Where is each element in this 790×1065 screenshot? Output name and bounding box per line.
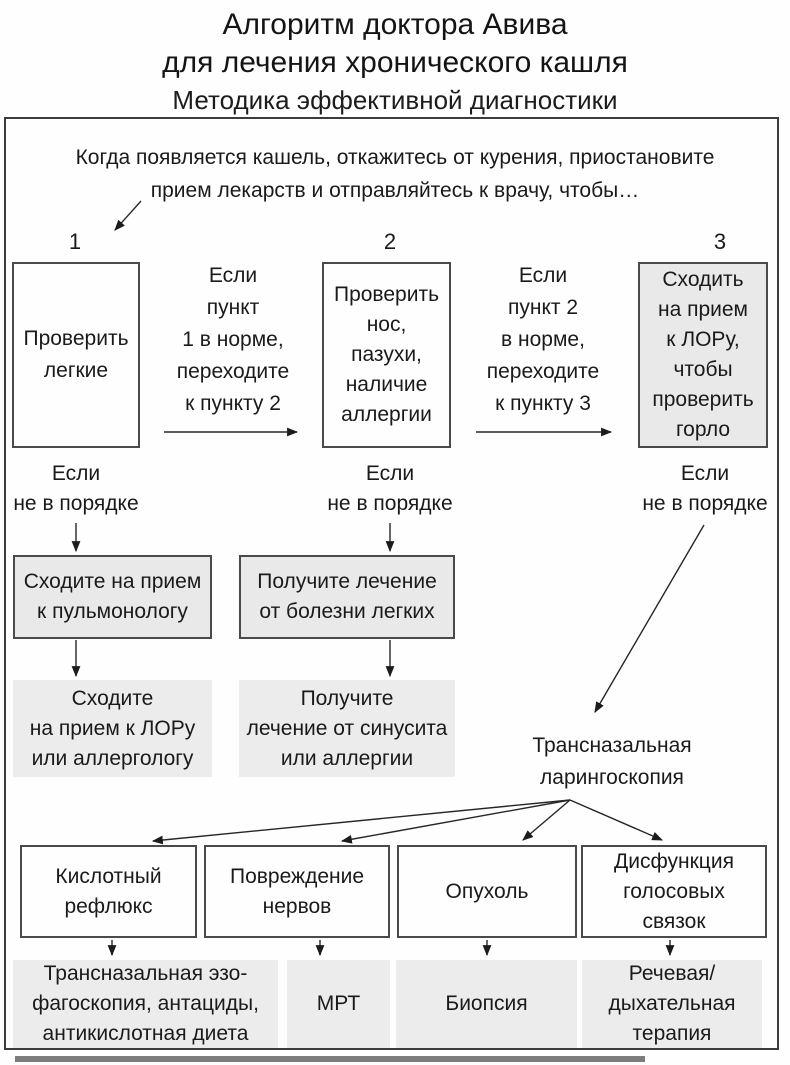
box-check-nose-sinuses: Проверить нос, пазухи, наличие аллергии — [322, 262, 451, 448]
box-cause-acid-reflux: Кислотный рефлюкс — [20, 845, 197, 938]
condition-1-to-2: Если пункт 1 в норме, переходите к пункт… — [176, 264, 290, 415]
box-treatment-mri: МРТ — [287, 960, 390, 1048]
box-check-lungs: Проверить легкие — [12, 262, 140, 448]
box-cause-nerve-damage: Повреждение нервов — [204, 845, 390, 938]
laryngoscopy-label: Трансназальная ларингоскопия — [532, 734, 692, 789]
box-sinusitis-treatment: Получите лечение от синусита или аллерги… — [239, 680, 455, 777]
box-treatment-esophagoscopy: Трансназальная эзо- фагоскопия, антациды… — [13, 960, 278, 1048]
if-not-ok-label-3: Если не в порядке — [642, 462, 768, 515]
title-line-3: Методика эффективной диагностики — [172, 85, 618, 115]
box-ent-or-allergist: Сходите на прием к ЛОРу или аллергологу — [13, 680, 212, 777]
intro-text: Когда появляется кашель, откажитесь от к… — [75, 146, 715, 202]
page-title: Алгоритм доктора Авива для лечения хрони… — [0, 6, 790, 118]
box-ent-throat-check: Сходить на прием к ЛОРу, чтобы проверить… — [638, 262, 768, 448]
step-number-1: 1 — [68, 229, 82, 254]
step-number-2: 2 — [383, 229, 397, 254]
title-line-2: для лечения хронического кашля — [162, 46, 628, 79]
title-line-1: Алгоритм доктора Авива — [222, 8, 568, 41]
box-pulmonologist: Сходите на прием к пульмонологу — [13, 555, 212, 639]
condition-2-to-3: Если пункт 2 в норме, переходите к пункт… — [486, 264, 600, 415]
box-lung-treatment: Получите лечение от болезни легких — [239, 555, 455, 639]
box-cause-vocal-cord-dysfunction: Дисфункция голосовых связок — [581, 845, 767, 938]
box-cause-tumor: Опухоль — [397, 845, 577, 938]
box-treatment-speech-therapy: Речевая/ дыхательная терапия — [582, 960, 762, 1048]
scan-shadow-bar — [15, 1056, 645, 1062]
step-number-3: 3 — [713, 229, 727, 254]
if-not-ok-label-1: Если не в порядке — [13, 462, 139, 515]
if-not-ok-label-2: Если не в порядке — [327, 462, 453, 515]
box-treatment-biopsy: Биопсия — [396, 960, 577, 1048]
